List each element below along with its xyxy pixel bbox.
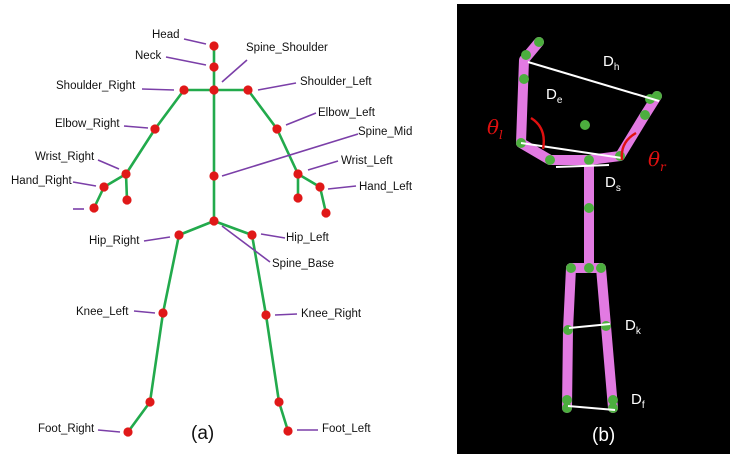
limb-arms-shoulders — [516, 37, 662, 165]
label-foot-right: Foot_Right — [38, 423, 95, 435]
joint-elbow-left — [272, 124, 282, 134]
joint-knee-right — [158, 308, 168, 318]
b-joint-spine-mid — [584, 203, 594, 213]
label-hip-left: Hip_Left — [286, 232, 330, 244]
joint-elbow-right — [150, 124, 160, 134]
label-hip-right: Hip_Right — [89, 235, 140, 247]
joint-handtip-right — [89, 203, 99, 213]
joint-hip-right — [174, 230, 184, 240]
distance-lines — [520, 61, 660, 411]
joint-hand-left — [315, 182, 325, 192]
label-elbow-right: Elbow_Right — [55, 118, 120, 130]
bone-right-arm — [92, 88, 186, 210]
angle-arc-left — [530, 116, 545, 150]
label-wrist-right: Wrist_Right — [35, 151, 95, 163]
label-shoulder-left: Shoulder_Left — [300, 76, 372, 88]
joint-foot-left — [283, 426, 293, 436]
joint-wrist-left — [293, 169, 303, 179]
b-joint-shoulder-left — [545, 155, 555, 165]
joint-labels: Head Neck Spine_Shoulder Shoulder_Right … — [11, 29, 413, 435]
line-df — [567, 405, 616, 411]
b-joint-spine-base — [584, 263, 594, 273]
joint-head — [209, 41, 219, 51]
b-joint-hip-left — [566, 263, 576, 273]
joint-handtip-left — [321, 208, 331, 218]
joint-thumb-right — [122, 195, 132, 205]
label-foot-left: Foot_Left — [322, 423, 371, 435]
b-joint-shoulder-right — [615, 151, 625, 161]
b-joint-hand-right — [652, 91, 662, 101]
angle-arc-right — [620, 131, 637, 161]
b-joint-foot-left — [562, 403, 572, 413]
b-joint-handtip-left — [534, 37, 544, 47]
line-ds — [555, 164, 610, 168]
joint-foot-right — [123, 427, 133, 437]
label-theta-r: θr — [648, 147, 667, 174]
line-dk — [568, 323, 611, 329]
joint-wrist-right — [121, 169, 131, 179]
label-spine-base: Spine_Base — [272, 258, 334, 270]
joint-thumb-left — [293, 193, 303, 203]
label-df: Df — [631, 391, 645, 411]
b-joint-knee-right — [601, 321, 611, 331]
b-joint-neck — [580, 120, 590, 130]
label-dk: Dk — [625, 317, 642, 337]
joint-shoulder-left — [243, 85, 253, 95]
joint-hip-left — [247, 230, 257, 240]
label-shoulder-right: Shoulder_Right — [56, 80, 136, 92]
angle-arcs — [530, 116, 637, 161]
limb-right-leg — [562, 263, 576, 413]
joint-ankle-left — [274, 397, 284, 407]
b-joint-spine-shoulder — [584, 155, 594, 165]
b-joint-hand-left — [521, 50, 531, 60]
panel-a-skeleton: Head Neck Spine_Shoulder Shoulder_Right … — [11, 29, 413, 444]
b-joint-ankle-left — [562, 395, 572, 405]
line-de — [520, 142, 623, 159]
b-joint-wrist-left — [519, 74, 529, 84]
joint-spine-mid — [209, 171, 219, 181]
joint-shoulder-right — [179, 85, 189, 95]
label-wrist-left: Wrist_Left — [341, 155, 393, 167]
skeleton-joints — [89, 41, 331, 437]
label-head: Head — [152, 29, 180, 41]
joint-hand-right — [99, 182, 109, 192]
caption-a: (a) — [191, 423, 214, 444]
label-theta-l: θl — [487, 115, 503, 142]
joint-neck — [209, 62, 219, 72]
label-knee-right: Knee_Right — [301, 308, 362, 320]
panel-b-joints — [516, 37, 662, 413]
label-spine-mid: Spine_Mid — [358, 126, 412, 138]
b-joint-foot-right — [608, 403, 618, 413]
joint-knee-left — [261, 310, 271, 320]
joint-ankle-right — [145, 397, 155, 407]
label-dh: Dh — [603, 53, 619, 73]
b-joint-hip-right — [596, 263, 606, 273]
line-dh — [527, 61, 660, 102]
bone-left-arm — [246, 88, 328, 215]
b-joint-knee-left — [563, 325, 573, 335]
label-ds: Ds — [605, 174, 621, 194]
b-joint-elbow-right — [640, 110, 650, 120]
label-elbow-left: Elbow_Left — [318, 107, 376, 119]
label-spine-shoulder: Spine_Shoulder — [246, 42, 328, 54]
label-knee-left: Knee_Left — [76, 306, 129, 318]
joint-spine-shoulder — [209, 85, 219, 95]
panel-b: Dh De Ds Dk Df θl θr (b) — [457, 4, 730, 454]
bone-right-leg — [126, 219, 216, 434]
caption-b: (b) — [592, 425, 615, 446]
label-neck: Neck — [135, 50, 161, 62]
b-joint-ankle-right — [608, 395, 618, 405]
joint-spine-base — [209, 216, 219, 226]
label-hand-right: Hand_Right — [11, 175, 73, 187]
label-hand-left: Hand_Left — [359, 181, 413, 193]
label-leader-lines — [72, 38, 359, 433]
label-de: De — [546, 86, 563, 106]
